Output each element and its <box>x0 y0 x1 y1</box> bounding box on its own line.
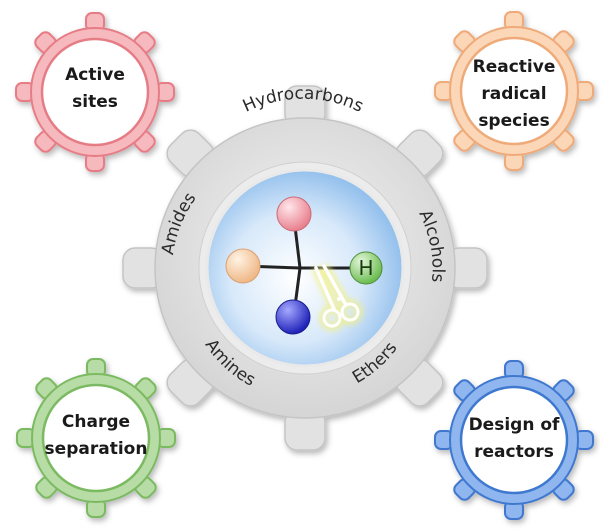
molecule: H <box>225 196 383 335</box>
gear-reactive-line2: radical <box>481 84 546 104</box>
gear-charge-separation-ring <box>16 358 176 518</box>
gear-active-sites-ring <box>15 12 175 172</box>
gear-design-line1: Design of <box>469 415 560 435</box>
gear-hub <box>40 37 150 147</box>
gear-design-line2: reactors <box>474 442 554 462</box>
gear-reactive-radical-species: Reactive radical species <box>434 11 594 171</box>
atom-top <box>276 196 312 232</box>
hydrogen-label: H <box>358 256 373 280</box>
gear-hub <box>459 36 569 146</box>
gear-reactive-radical-species-ring <box>434 11 594 171</box>
gear-hub <box>41 383 151 493</box>
gear-active-sites-line2: sites <box>72 92 118 112</box>
atom-bottom <box>275 299 311 335</box>
scissors-icon <box>311 263 363 331</box>
gear-reactive-line3: species <box>478 111 549 131</box>
gear-hub <box>459 385 569 495</box>
gear-active-sites-line1: Active <box>65 65 125 85</box>
gear-reactive-line1: Reactive <box>473 57 556 77</box>
gear-design-of-reactors: Design of reactors <box>434 360 594 520</box>
gear-charge-line1: Charge <box>62 412 130 432</box>
atom-left <box>225 248 261 284</box>
central-gear: Hydrocarbons Alcohols Ethers Amines Amid… <box>122 84 488 451</box>
atom-hydrogen <box>349 251 383 285</box>
gear-charge-line2: separation <box>45 439 148 459</box>
gear-charge-separation: Charge separation <box>16 358 176 518</box>
gear-active-sites: Active sites <box>15 12 175 172</box>
gear-design-of-reactors-ring <box>434 360 594 520</box>
